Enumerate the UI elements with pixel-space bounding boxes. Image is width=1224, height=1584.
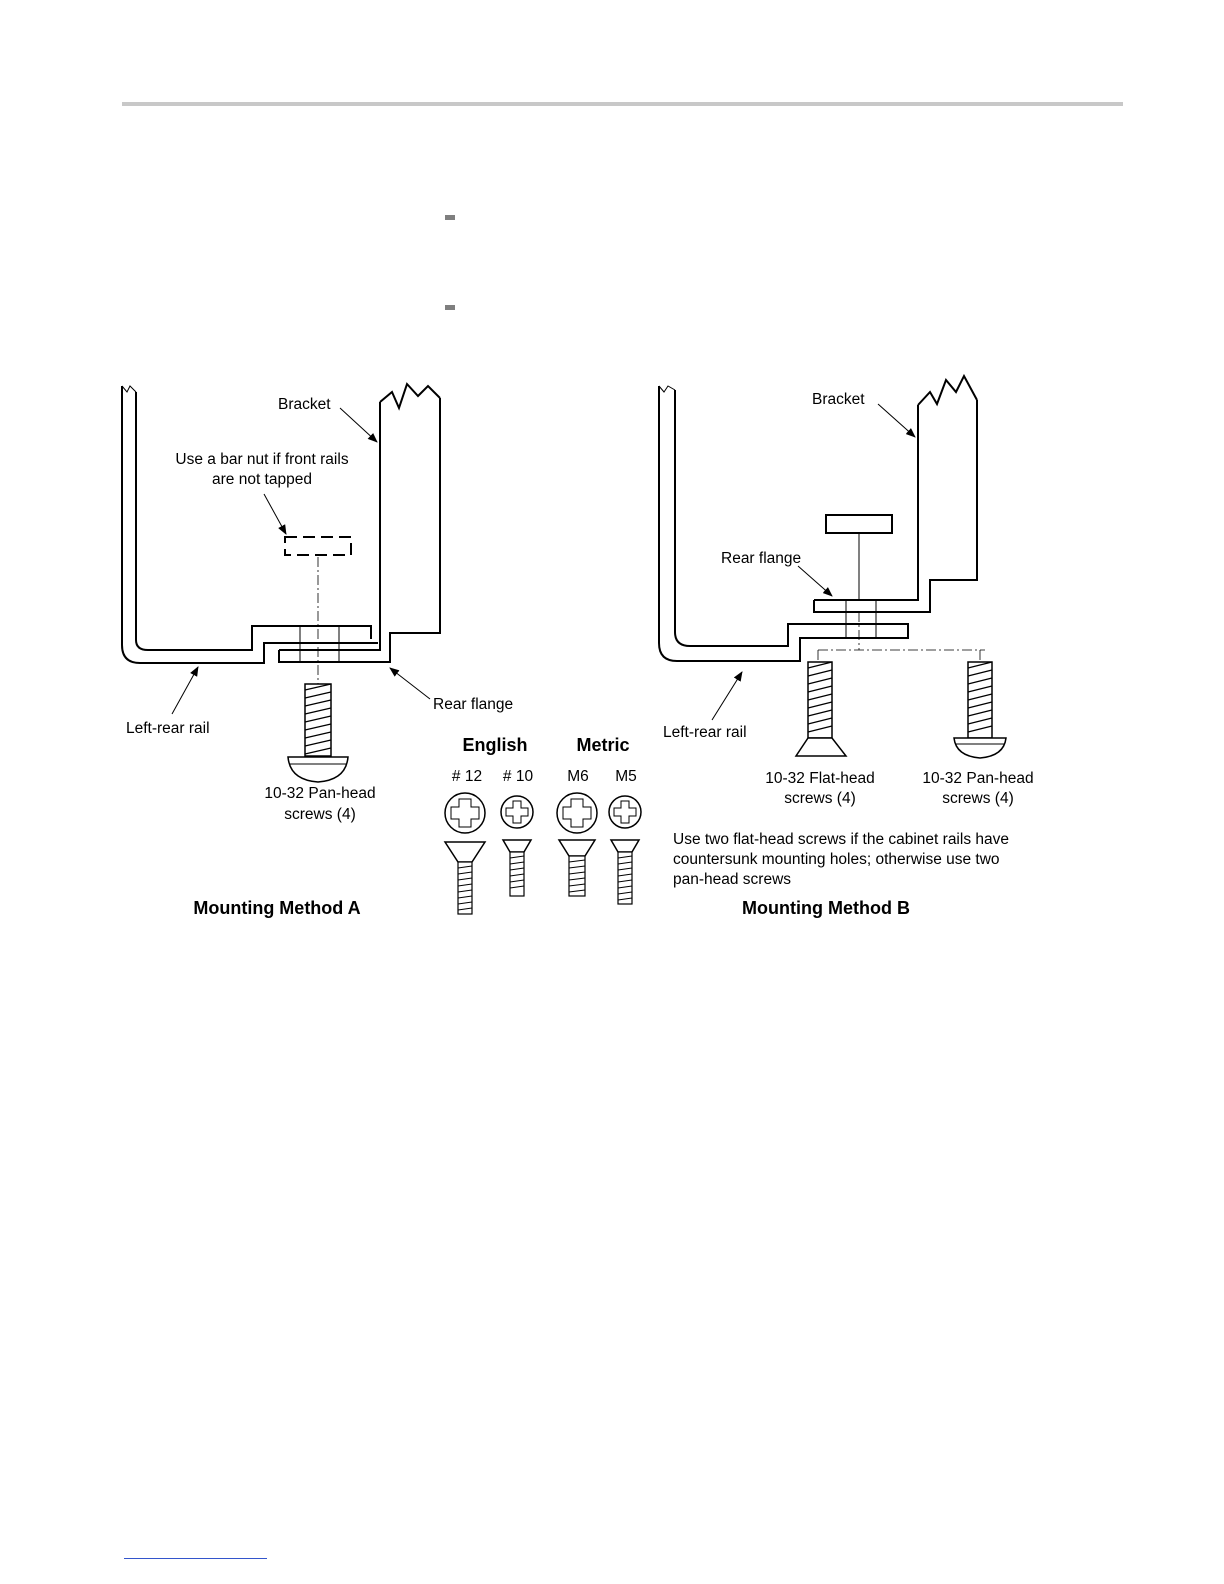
rear-flange <box>279 402 381 651</box>
screw-m6-icon <box>556 792 598 897</box>
bar-nut <box>284 536 352 556</box>
bar-nut <box>825 514 893 534</box>
pan-head-label: 10-32 Pan-head <box>922 770 1033 787</box>
left-rear-rail <box>121 386 378 664</box>
pan-head-screw <box>287 683 349 783</box>
rear-flange-label: Rear flange <box>721 550 801 567</box>
pan-head-screw <box>953 661 1007 759</box>
bracket <box>379 382 441 411</box>
screw-size-label: # 12 <box>452 768 482 785</box>
footer-link-underline <box>124 1558 267 1559</box>
english-heading: English <box>462 735 527 755</box>
bar-nut-label: Use a bar nut if front rails <box>175 451 348 468</box>
left-rear-rail <box>658 386 909 662</box>
flat-head-screw <box>794 661 848 757</box>
pan-head-label: screws (4) <box>942 790 1013 807</box>
screw-note: pan-head screws <box>673 871 791 888</box>
method-b-title: Mounting Method B <box>742 898 910 918</box>
metric-heading: Metric <box>576 735 629 755</box>
screw-label: screws (4) <box>284 806 355 823</box>
screw-10-icon <box>500 795 534 897</box>
bar-nut-label: are not tapped <box>212 471 312 488</box>
bracket-label: Bracket <box>812 391 865 408</box>
method-a-title: Mounting Method A <box>193 898 360 918</box>
screw-m5-icon <box>608 795 642 905</box>
flat-head-label: screws (4) <box>784 790 855 807</box>
screw-size-label: # 10 <box>503 768 534 785</box>
rear-flange <box>814 405 919 601</box>
bullet-marker <box>445 305 455 310</box>
header-rule <box>122 102 1123 106</box>
bullet-marker <box>445 215 455 220</box>
screw-size-label: M6 <box>567 768 589 785</box>
flat-head-label: 10-32 Flat-head <box>765 770 874 787</box>
rear-flange-label: Rear flange <box>433 696 513 713</box>
screw-note: countersunk mounting holes; otherwise us… <box>673 851 1000 868</box>
screw-note: Use two flat-head screws if the cabinet … <box>673 831 1009 848</box>
screw-size-legend <box>443 792 642 915</box>
screw-12-icon <box>443 792 487 915</box>
bracket-label: Bracket <box>278 396 331 413</box>
bracket <box>917 373 978 407</box>
screw-label: 10-32 Pan-head <box>264 785 375 802</box>
left-rear-rail-label: Left-rear rail <box>663 724 747 741</box>
method-a-drawing <box>121 382 441 783</box>
screw-size-label: M5 <box>615 768 637 785</box>
left-rear-rail-label: Left-rear rail <box>126 720 210 737</box>
method-b-drawing <box>658 373 1007 759</box>
